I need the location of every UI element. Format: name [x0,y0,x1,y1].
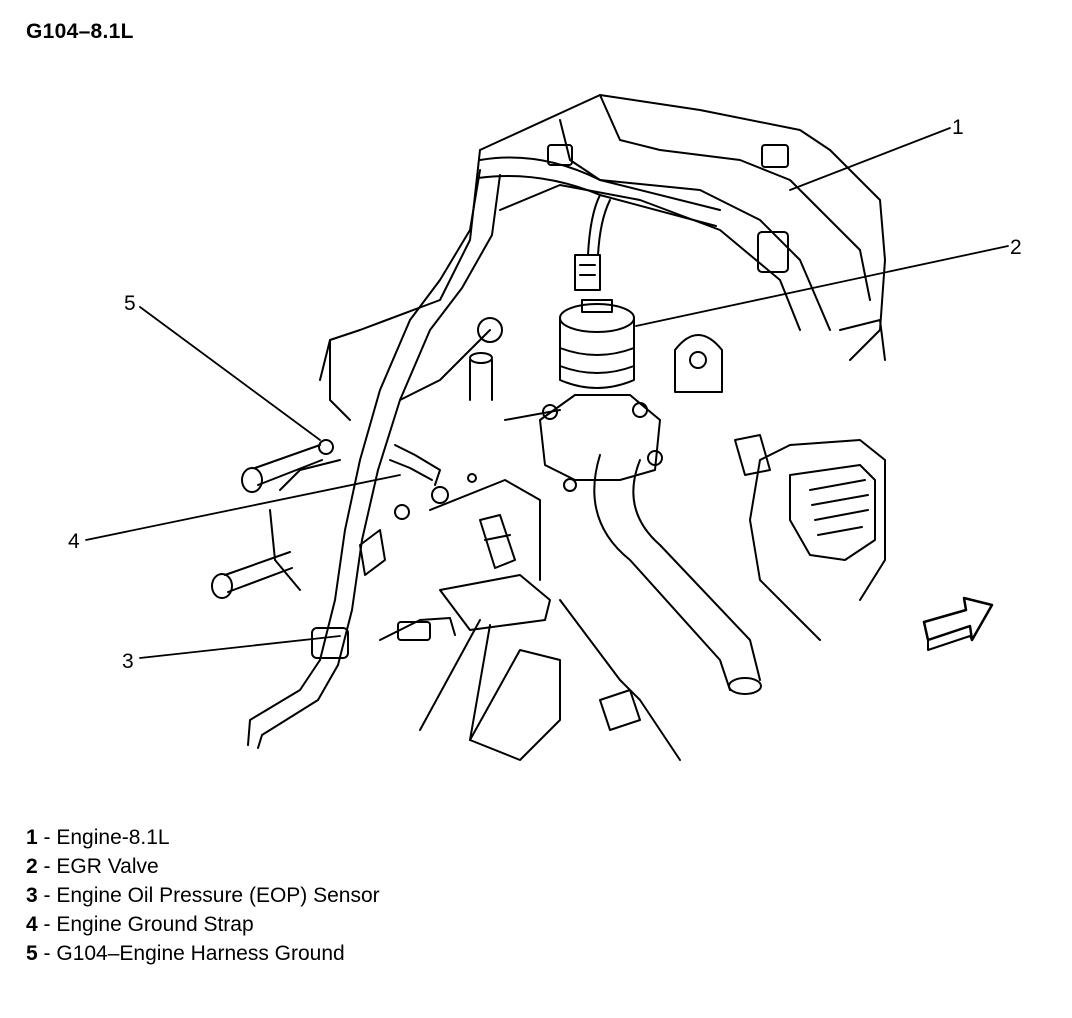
valve-cover-drawing [749,439,886,641]
legend-number: 4 [26,913,38,936]
legend-item: 1 - Engine-8.1L [26,823,380,852]
callout-4: 4 [68,530,80,553]
engine-diagram: 1 2 3 4 5 [68,94,1022,761]
callout-5: 5 [124,292,136,315]
legend-text: Engine Oil Pressure (EOP) Sensor [56,884,380,907]
legend-text: Engine Ground Strap [56,913,254,936]
legend-separator: - [37,942,57,965]
engine-block-drawing [319,94,886,476]
legend-number: 3 [26,884,38,907]
legend-item: 5 - G104–Engine Harness Ground [26,939,380,968]
legend: 1 - Engine-8.1L 2 - EGR Valve 3 - Engine… [26,823,380,968]
leader-lines [85,127,1009,659]
legend-separator: - [37,855,57,878]
callout-2: 2 [1010,236,1022,259]
legend-separator: - [37,884,57,907]
legend-number: 2 [26,855,38,878]
egr-valve-drawing [504,254,663,492]
diagram-title: G104–8.1L [26,20,134,43]
legend-text: Engine-8.1L [56,826,170,849]
legend-item: 3 - Engine Oil Pressure (EOP) Sensor [26,881,380,910]
hose-drawing [469,317,762,695]
legend-separator: - [37,826,57,849]
legend-separator: - [37,913,57,936]
ground-strap-drawing [359,444,477,576]
direction-arrow [922,596,994,651]
legend-item: 4 - Engine Ground Strap [26,910,380,939]
legend-number: 1 [26,826,38,849]
legend-text: EGR Valve [56,855,159,878]
ground-bolts-drawing [211,439,334,599]
legend-text: G104–Engine Harness Ground [56,942,345,965]
legend-item: 2 - EGR Valve [26,852,380,881]
callout-1: 1 [952,116,964,139]
callout-3: 3 [122,650,134,673]
legend-number: 5 [26,942,38,965]
wiring-harness-drawing [247,156,721,749]
oil-pressure-sensor-drawing [379,479,681,761]
